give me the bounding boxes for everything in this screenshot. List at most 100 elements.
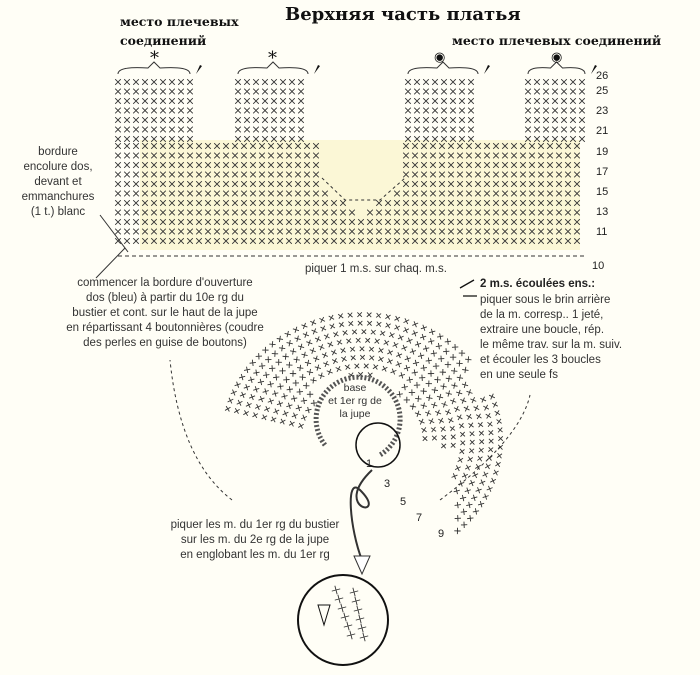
stitch-mark	[456, 152, 464, 159]
stitch-mark	[414, 341, 422, 348]
stitch-mark	[447, 199, 455, 207]
stitch-mark	[123, 190, 131, 197]
stitch-mark	[449, 107, 457, 114]
stitch-mark	[243, 116, 251, 124]
stitch-mark	[519, 190, 527, 197]
shoulder-label-right: место плечевых соединений	[452, 33, 662, 48]
stitch-mark	[411, 171, 419, 178]
stitch-mark	[195, 161, 203, 169]
stitch-mark	[323, 360, 330, 368]
note-join: piquer les m. du 1er rg du bustier sur l…	[150, 518, 360, 563]
stitch-mark	[454, 515, 462, 522]
stitch-mark	[351, 596, 361, 606]
row-number: 11	[596, 226, 608, 238]
stitch-mark	[141, 78, 149, 86]
stitch-mark	[132, 97, 140, 105]
stitch-mark	[234, 78, 242, 86]
stitch-mark	[303, 228, 311, 235]
stitch-mark	[486, 485, 493, 492]
stitch-mark	[334, 594, 344, 604]
stitch-mark	[267, 209, 275, 216]
stitch-mark	[381, 365, 388, 372]
stitch-mark	[288, 135, 296, 143]
stitch-mark	[519, 152, 527, 159]
stitch-mark	[186, 78, 194, 86]
stitch-mark	[159, 135, 167, 143]
stitch-mark	[431, 88, 439, 95]
stitch-mark	[230, 389, 237, 396]
magnified-detail-circle	[297, 574, 389, 666]
stitch-mark	[114, 152, 122, 159]
stitch-mark	[252, 412, 259, 419]
stitch-mark	[519, 209, 527, 216]
stitch-mark	[564, 199, 572, 207]
stitch-mark	[285, 209, 293, 216]
stitch-mark	[132, 152, 140, 159]
stitch-mark	[285, 237, 293, 245]
stitch-mark	[295, 404, 302, 412]
stitch-mark	[385, 313, 391, 320]
stitch-mark	[467, 88, 475, 95]
stitch-mark	[542, 116, 550, 124]
stitch-mark	[252, 88, 260, 95]
stitch-mark	[483, 228, 491, 235]
stitch-mark	[501, 190, 509, 197]
stitch-mark	[330, 209, 338, 216]
stitch-mark	[141, 142, 149, 150]
stitch-mark	[275, 359, 282, 366]
stitch-mark	[510, 171, 518, 178]
stitch-mark	[454, 501, 461, 509]
stitch-mark	[234, 107, 242, 114]
stitch-mark	[456, 218, 464, 226]
stitch-mark	[578, 88, 586, 95]
target-symbol: ◉	[434, 50, 446, 65]
stitch-mark	[150, 237, 158, 245]
stitch-mark	[447, 161, 455, 169]
stitch-mark	[546, 161, 554, 169]
stitch-mark	[344, 364, 351, 370]
stitch-mark	[177, 126, 185, 133]
stitch-mark	[492, 209, 500, 216]
stitch-mark	[294, 190, 302, 197]
stitch-mark	[438, 237, 446, 245]
stitch-mark	[132, 218, 140, 226]
stitch-mark	[150, 190, 158, 197]
stitch-mark	[420, 152, 428, 159]
decrease-symbol	[459, 279, 477, 297]
stitch-mark	[450, 398, 457, 405]
stitch-mark	[159, 237, 167, 245]
stitch-mark	[150, 107, 158, 114]
note-commencer: commencer la bordure d'ouverture dos (bl…	[45, 276, 285, 351]
stitch-mark	[474, 463, 481, 470]
stitch-mark	[240, 237, 248, 245]
stitch-mark	[177, 161, 185, 169]
stitch-mark	[269, 341, 276, 348]
stitch-mark	[578, 97, 586, 105]
stitch-mark	[483, 199, 491, 207]
stitch-mark	[150, 209, 158, 216]
stitch-mark	[234, 116, 242, 124]
stitch-mark	[297, 78, 305, 86]
stitch-mark	[428, 418, 435, 425]
stitch-mark	[528, 190, 536, 197]
stitch-mark	[429, 199, 437, 207]
stitch-mark	[403, 318, 410, 325]
note-line: base	[343, 382, 367, 394]
stitch-mark	[551, 78, 559, 86]
stitch-mark	[279, 88, 287, 95]
stitch-mark	[560, 126, 568, 133]
stitch-mark	[441, 401, 448, 408]
stitch-mark	[440, 426, 446, 432]
stitch-mark	[435, 409, 442, 416]
stitch-mark	[150, 218, 158, 226]
stitch-mark	[318, 372, 325, 379]
stitch-mark	[501, 228, 509, 235]
stitch-mark	[253, 369, 260, 376]
shoulder-label-left-1: место плечевых	[120, 14, 239, 29]
stitch-mark	[375, 228, 383, 235]
stitch-mark	[276, 209, 284, 216]
stitch-mark	[449, 425, 456, 432]
stitch-mark	[123, 78, 131, 86]
stitch-mark	[123, 218, 131, 226]
